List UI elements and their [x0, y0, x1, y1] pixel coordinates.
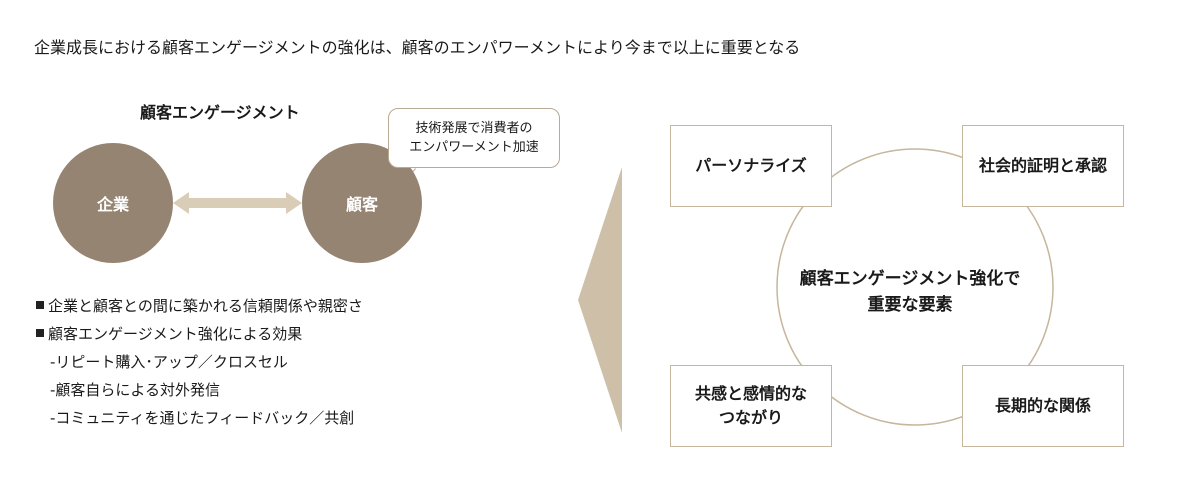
element-box-empathy: 共感と感情的な つながり: [670, 365, 832, 447]
double-arrow-icon: [173, 192, 302, 214]
engagement-title: 顧客エンゲージメント: [140, 103, 300, 122]
bullet-list: 企業と顧客との間に築かれる信頼関係や親密さ 顧客エンゲージメント強化による効果 …: [36, 292, 363, 432]
bubble-line-1: 技術発展で消費者の: [415, 121, 533, 136]
sub-item: -顧客自らによる対外発信: [50, 381, 220, 399]
square-bullet-icon: [36, 301, 44, 309]
bullet-item: 企業と顧客との間に築かれる信頼関係や親密さ: [36, 292, 363, 320]
company-circle: 企業: [53, 143, 173, 263]
sub-item: -リピート購入･アップ／クロスセル: [50, 353, 288, 371]
element-box-personalize: パーソナライズ: [670, 125, 832, 207]
chevron-left-icon: [578, 167, 622, 433]
speech-bubble: 技術発展で消費者の エンパワーメント加速: [388, 108, 560, 168]
cycle-circle: [776, 148, 1054, 426]
bubble-line-2: エンパワーメント加速: [409, 140, 539, 155]
center-label: 顧客エンゲージメント強化で 重要な要素: [799, 269, 1021, 315]
element-box-social-proof: 社会的証明と承認: [962, 125, 1124, 207]
customer-label: 顧客: [345, 195, 378, 214]
company-label: 企業: [96, 195, 129, 214]
square-bullet-icon: [36, 329, 44, 337]
element-box-long-term: 長期的な関係: [962, 365, 1124, 447]
sub-item: -コミュニティを通じたフィードバック／共創: [50, 409, 355, 427]
headline: 企業成長における顧客エンゲージメントの強化は、顧客のエンパワーメントにより今まで…: [34, 38, 801, 57]
bullet-item: 顧客エンゲージメント強化による効果: [36, 320, 363, 348]
